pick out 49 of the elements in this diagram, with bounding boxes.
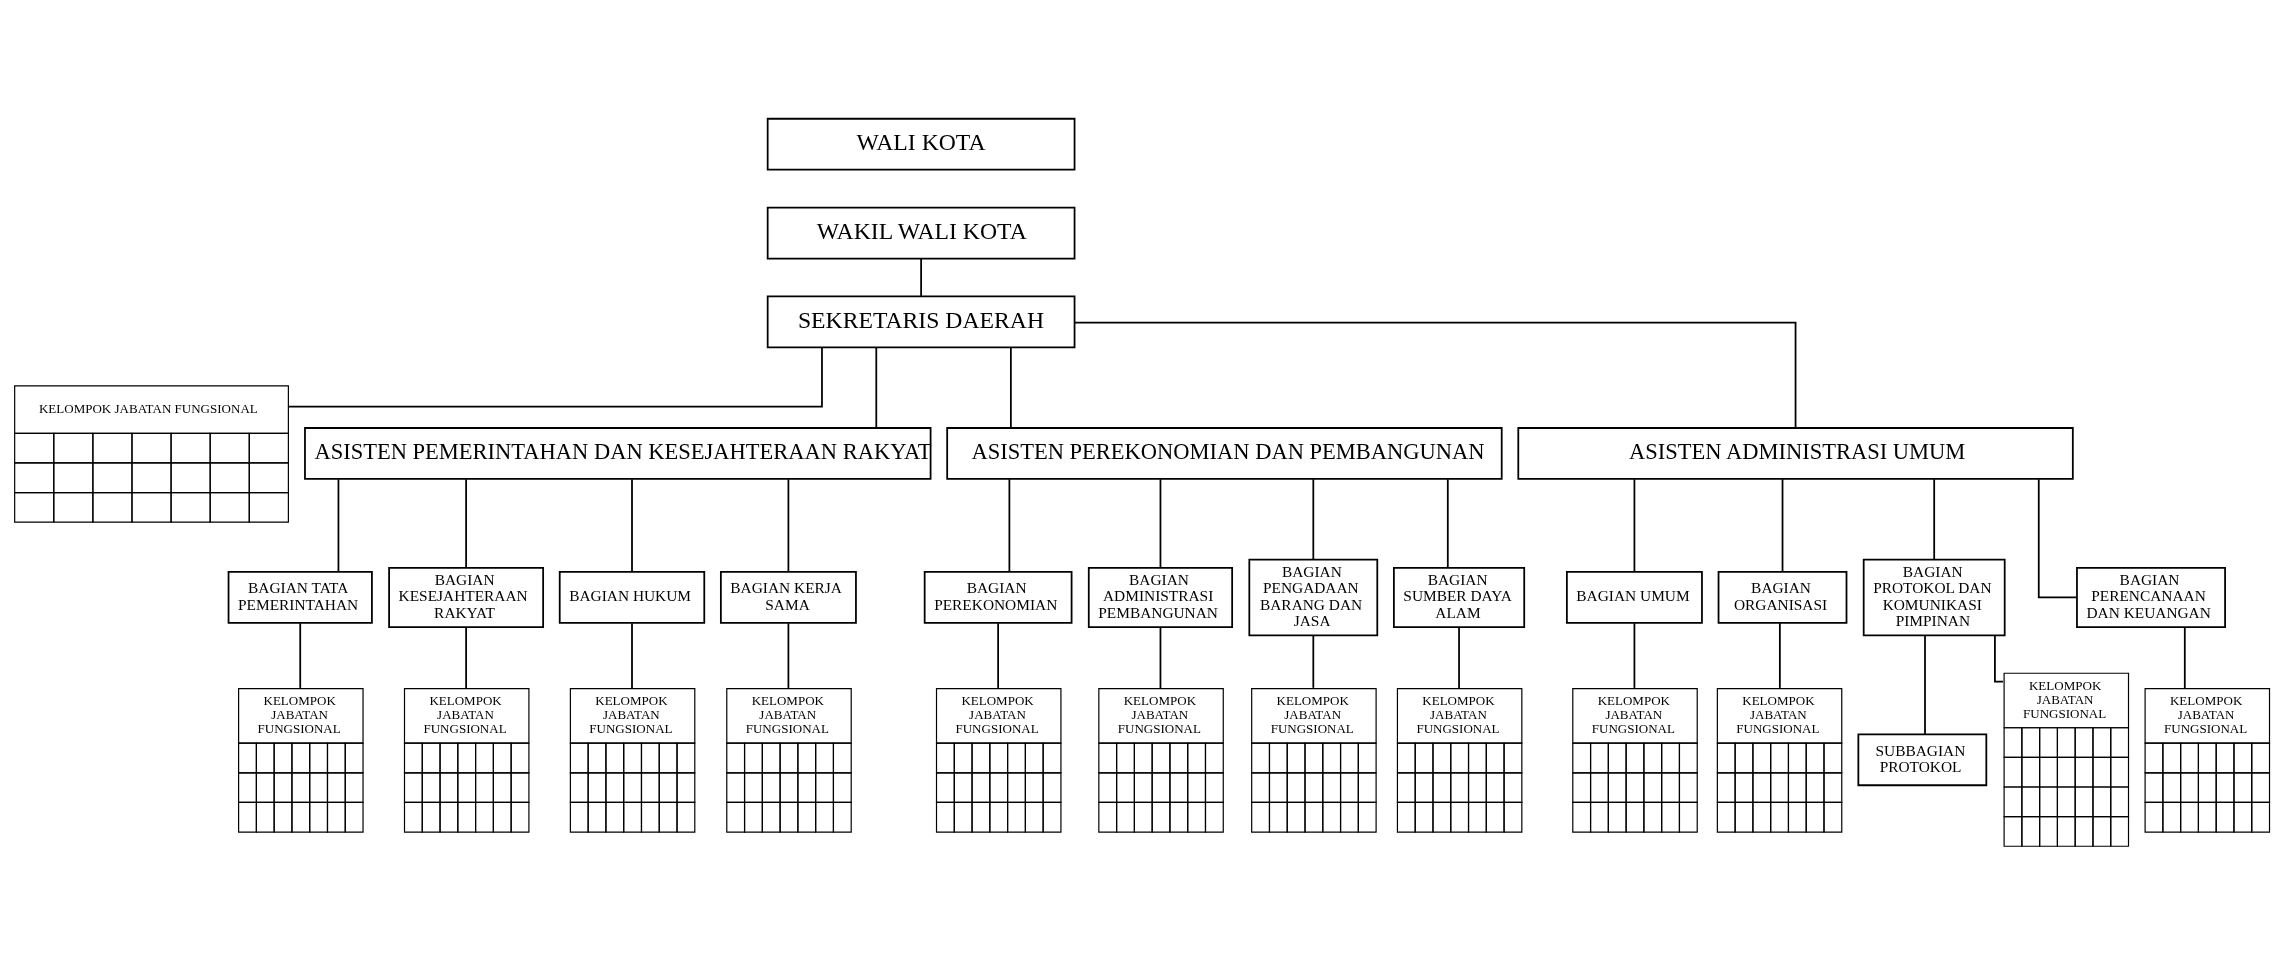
node-box: WAKIL WALI KOTA: [766, 206, 1076, 260]
connector: [1633, 478, 1636, 573]
node-box: BAGIAN PEREKONOMIAN: [923, 571, 1073, 624]
connector: [920, 257, 922, 298]
connector: [997, 622, 999, 689]
node-box: WALI KOTA: [766, 117, 1076, 171]
connector: [1994, 634, 2004, 683]
connector: [787, 478, 790, 573]
connector: [1933, 478, 1936, 561]
connector: [1159, 626, 1162, 689]
connector: [631, 622, 633, 689]
connector: [631, 478, 633, 573]
connector: [2183, 626, 2186, 689]
connector: [337, 478, 340, 573]
node-box: BAGIAN ADMINISTRASI PEMBANGUNAN: [1087, 566, 1234, 628]
connector: [465, 478, 467, 569]
connector: [1781, 478, 1784, 573]
node-box: BAGIAN PENGADAAN BARANG DAN JASA: [1248, 558, 1379, 637]
node-box: BAGIAN HUKUM: [558, 571, 706, 624]
node-box: BAGIAN PERENCANAAN DAN KEUANGAN: [2076, 566, 2226, 628]
node-box: BAGIAN PROTOKOL DAN KOMUNIKASI PIMPINAN: [1862, 558, 2006, 637]
node-box: BAGIAN TATA PEMERINTAHAN: [227, 571, 373, 624]
connector: [1312, 478, 1315, 561]
connector: [1924, 634, 1926, 735]
connector: [1778, 622, 1781, 689]
connector: [1074, 321, 1797, 429]
connector: [2037, 478, 2078, 599]
node-box: BAGIAN SUMBER DAYA ALAM: [1393, 566, 1526, 628]
connector: [299, 622, 302, 689]
connector: [1159, 478, 1162, 569]
connector: [465, 626, 467, 689]
node-box: BAGIAN KESEJAHTERAAN RAKYAT: [388, 566, 544, 628]
connector: [287, 346, 823, 408]
node-box: ASISTEN PEMERINTAHAN DAN KESEJAHTERAAN RAKYAT: [304, 427, 932, 480]
node-box: SUBBAGIAN PROTOKOL: [1857, 733, 1988, 787]
node-box: SEKRETARIS DAERAH: [766, 295, 1076, 349]
node-box: ASISTEN ADMINISTRASI UMUM: [1517, 427, 2074, 480]
node-box: BAGIAN UMUM: [1565, 571, 1703, 624]
connector: [1446, 478, 1449, 569]
connector: [1633, 622, 1636, 689]
connector: [1458, 626, 1460, 689]
node-box: BAGIAN ORGANISASI: [1717, 571, 1848, 624]
connector: [875, 346, 878, 429]
connector: [1010, 346, 1012, 429]
connector: [1312, 634, 1315, 689]
connector: [787, 622, 790, 689]
node-box: BAGIAN KERJA SAMA: [719, 571, 857, 624]
node-box: ASISTEN PEREKONOMIAN DAN PEMBANGUNAN: [946, 427, 1503, 480]
connector: [1008, 478, 1011, 573]
